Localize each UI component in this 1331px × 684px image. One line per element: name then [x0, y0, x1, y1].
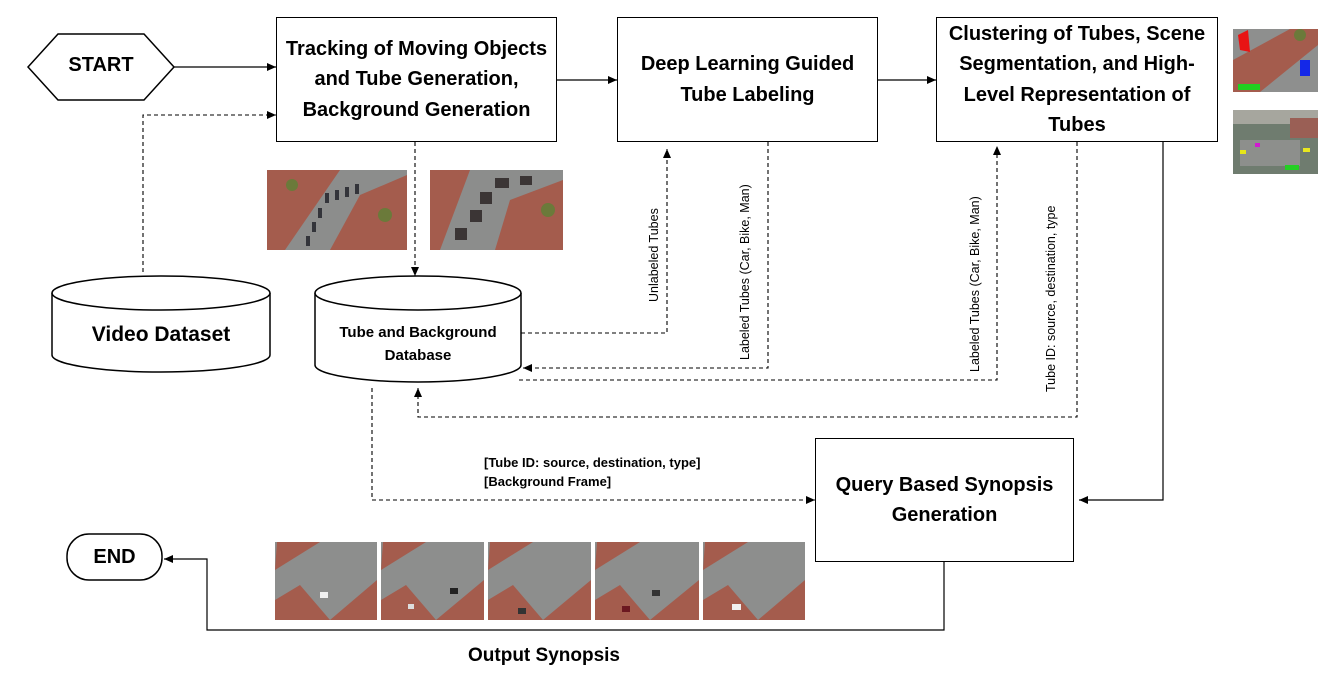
tracking-process-label: Tracking of Moving Objects and Tube Gene… [285, 37, 548, 121]
tube-database-cylinder [314, 275, 522, 383]
tube-database-label: Tube and Background Database [339, 324, 497, 364]
synopsis-frame-5 [703, 542, 805, 620]
end-node: END [93, 546, 136, 568]
end-node-shape [66, 533, 163, 581]
synopsis-frame-2 [381, 542, 484, 620]
edge-label-labeled-tubes-1: Labeled Tubes (Car, Bike, Man) [738, 184, 752, 360]
edge-label-unlabeled-tubes: Unlabeled Tubes [647, 208, 661, 302]
edge-dataset-to-tracking [142, 111, 276, 272]
synopsis-frame-1 [275, 542, 377, 620]
edge-label-tube-id: Tube ID: source, destination, type [1044, 205, 1058, 392]
synopsis-frame-4 [595, 542, 699, 620]
clustering-process-box: Clustering of Tubes, Scene Segmentation,… [936, 17, 1218, 142]
labeling-process-label: Deep Learning Guided Tube Labeling [640, 53, 855, 106]
clustering-process-label: Clustering of Tubes, Scene Segmentation,… [948, 22, 1206, 136]
edge-label-labeled-tubes-2: Labeled Tubes (Car, Bike, Man) [968, 196, 982, 372]
output-synopsis-frames [275, 542, 805, 620]
synopsis-frame-3 [488, 542, 591, 620]
video-dataset-label: Video Dataset [91, 323, 231, 346]
query-label-line-1: [Tube ID: source, destination, type] [484, 455, 701, 470]
edge-clustering-to-synopsis [1079, 142, 1164, 504]
synopsis-process-label: Query Based Synopsis Generation [835, 473, 1054, 526]
edge-database-to-synopsis [371, 388, 815, 504]
query-label-line-2: [Background Frame] [484, 474, 612, 489]
edge-synopsis-to-end [164, 555, 945, 631]
tracking-thumbnail-1 [267, 170, 407, 250]
output-synopsis-label: Output Synopsis [468, 645, 620, 666]
labeling-process-box: Deep Learning Guided Tube Labeling [617, 17, 878, 142]
tracking-thumbnail-2 [430, 170, 563, 250]
synopsis-process-box: Query Based Synopsis Generation [815, 438, 1074, 562]
edge-database-unlabeled-tubes [521, 149, 671, 334]
tracking-process-box: Tracking of Moving Objects and Tube Gene… [276, 17, 557, 142]
start-node: START [68, 54, 134, 76]
edge-labeled-tubes-to-database [523, 142, 769, 372]
clustering-thumbnail-2 [1233, 110, 1318, 174]
clustering-thumbnail-1 [1233, 29, 1318, 92]
edge-tube-id-to-database [414, 142, 1078, 418]
edge-database-labeled-to-clustering [519, 146, 1001, 381]
video-dataset-cylinder [51, 275, 271, 373]
